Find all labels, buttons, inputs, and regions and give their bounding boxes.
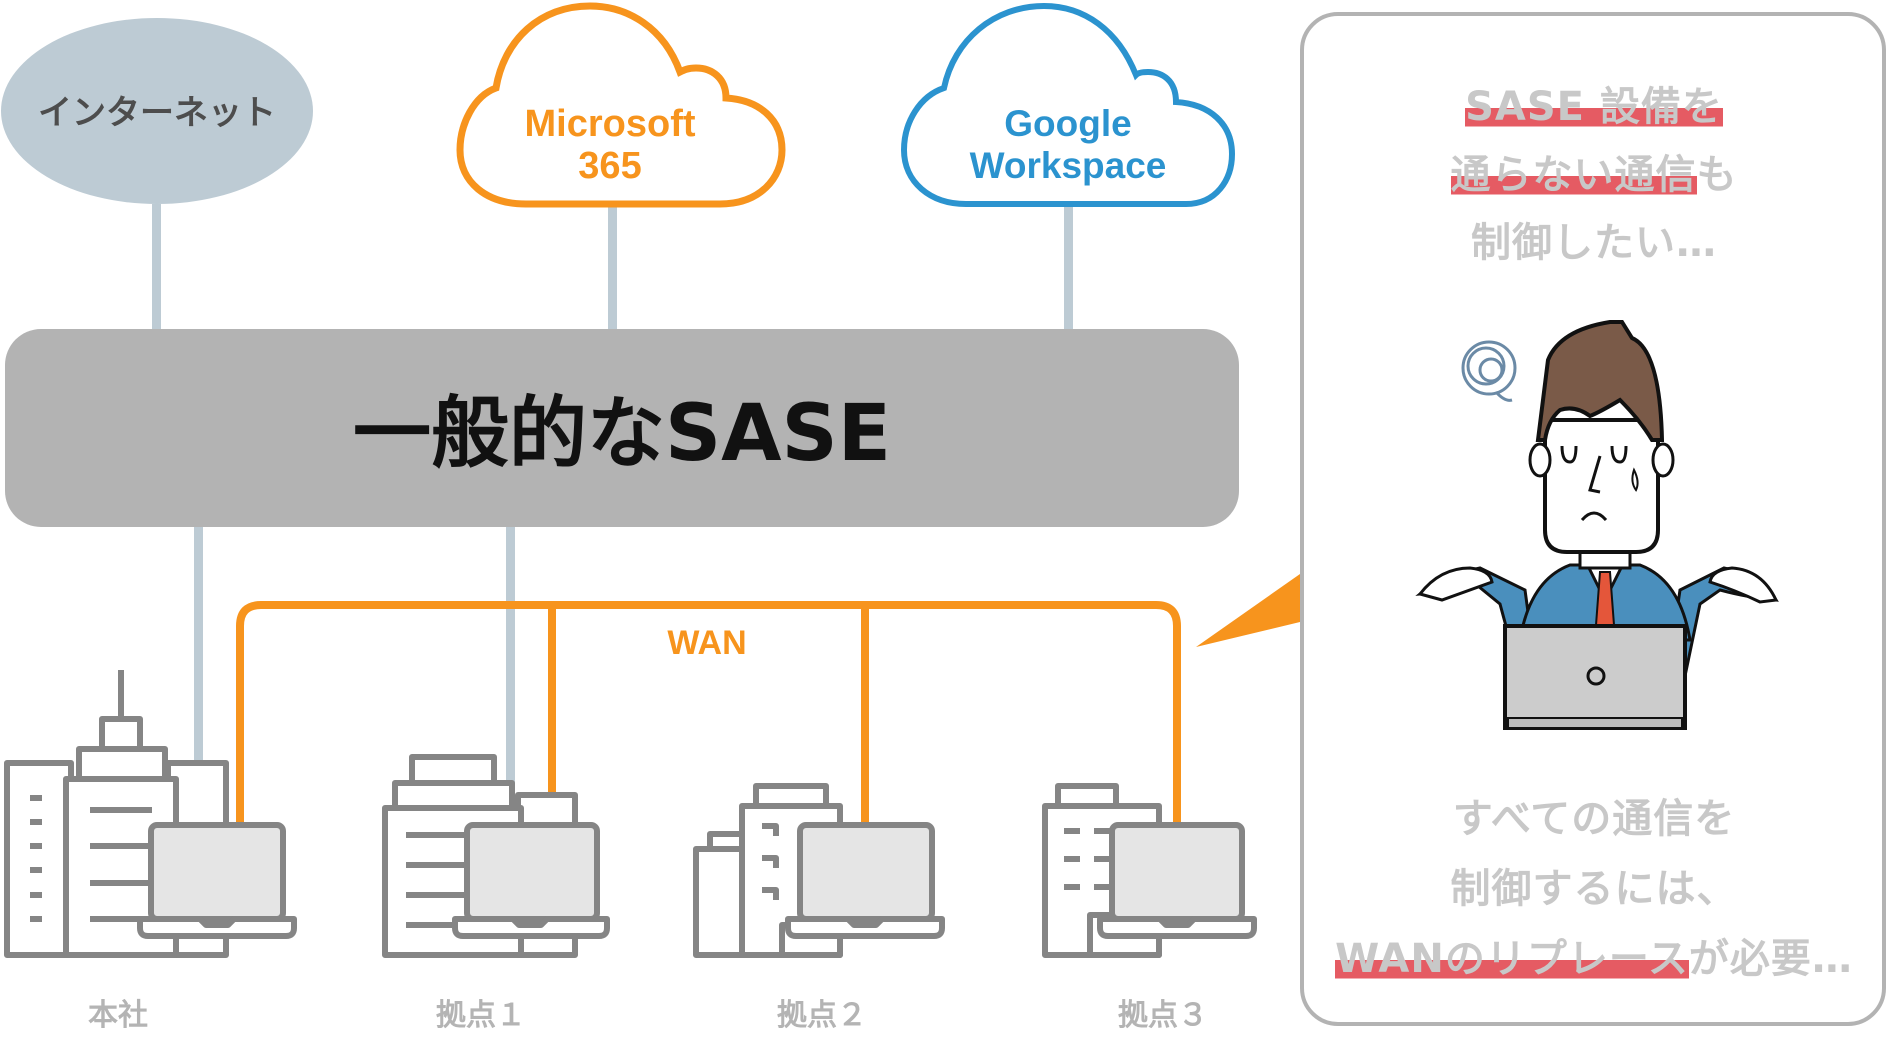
google-link-line [1064, 206, 1073, 330]
google-label-line2: Workspace [970, 145, 1167, 186]
site-label-2: 拠点２ [777, 998, 867, 1033]
callout-bottom-line1: すべての通信を [1452, 796, 1736, 842]
internet-link-line [152, 204, 161, 330]
google-workspace-node: Google Workspace [900, 2, 1236, 207]
microsoft-link-line [608, 206, 617, 330]
site3-laptop-icon [1097, 822, 1257, 939]
callout-top-line3: 制御したい… [1471, 220, 1717, 266]
google-label-line1: Google [1004, 103, 1131, 144]
site2-laptop-icon [785, 822, 945, 939]
sase-label: 一般的なSASE [353, 389, 891, 479]
internet-ellipse [1, 18, 313, 204]
internet-label: インターネット [38, 93, 276, 133]
wan-line [236, 601, 1181, 826]
microsoft-cloud-icon [456, 2, 786, 208]
callout-top-line2-rest: も [1696, 152, 1738, 198]
frustration-scribble-icon [1461, 340, 1517, 402]
site1-sase-link-line [506, 527, 515, 815]
callout-top-line2: 通らない通信も [1302, 142, 1886, 200]
microsoft365-node: Microsoft 365 [456, 2, 786, 208]
microsoft-label-line1: Microsoft [525, 103, 696, 145]
callout-pointer [1196, 574, 1300, 647]
callout-bottom-line3: WANのリプレースが必要… [1302, 926, 1886, 984]
site1-laptop-icon [452, 822, 610, 939]
microsoft-label-line2: 365 [578, 145, 641, 187]
wan-label: WAN [667, 624, 746, 662]
site-label-3: 拠点３ [1118, 998, 1208, 1033]
internet-node: インターネット [1, 18, 313, 204]
sase-box-bg [5, 329, 1239, 527]
wan-drop-site1 [548, 605, 556, 826]
site-label-hq: 本社 [88, 998, 148, 1033]
google-cloud-icon [900, 2, 1236, 207]
wan-drop-site2 [861, 605, 869, 826]
callout-top-line1-highlight: SASE 設備を [1465, 84, 1723, 130]
hq-sase-link-line [194, 527, 203, 815]
callout-top-line2-highlight: 通らない通信 [1450, 152, 1697, 198]
illustration-laptop-icon [1503, 624, 1687, 730]
hq-laptop-icon [137, 822, 297, 939]
callout-bottom-line3-highlight: WANのリプレース [1335, 936, 1689, 982]
site-label-1: 拠点１ [436, 998, 526, 1033]
callout-bottom-line2: 制御するには、 [1450, 866, 1738, 912]
callout-top-line1: SASE 設備を [1302, 74, 1886, 132]
confused-businessman-illustration [1415, 320, 1779, 730]
sase-box: 一般的なSASE [5, 329, 1239, 527]
callout-bottom-line3-rest: が必要… [1688, 936, 1853, 982]
wan-network: WAN [236, 601, 1181, 826]
